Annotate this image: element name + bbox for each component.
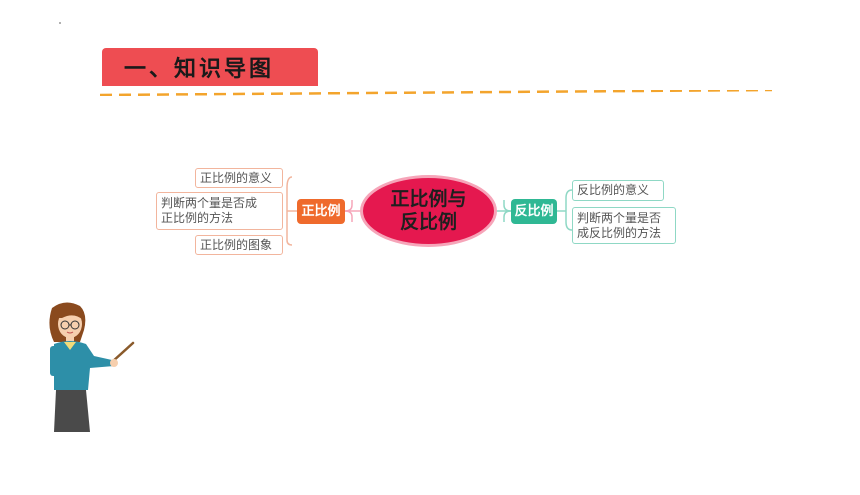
leaf-label: 正比例的意义 xyxy=(200,170,273,185)
center-line2: 反比例 xyxy=(399,211,457,233)
leaf-inverse-method: 判断两个量是否 成反比例的方法 xyxy=(572,207,676,244)
branch-direct-proportion: 正比例 xyxy=(297,199,345,224)
leaf-proportion-method: 判断两个量是否成 正比例的方法 xyxy=(156,192,283,230)
branch-inverse-proportion: 反比例 xyxy=(511,199,557,224)
leaf-proportion-meaning: 正比例的意义 xyxy=(195,168,283,188)
leaf-label: 正比例的图象 xyxy=(200,237,273,252)
section-title-text: 一、知识导图 xyxy=(124,57,275,82)
mind-map-center: 正比例与 反比例 xyxy=(360,175,497,247)
dashed-divider xyxy=(100,90,772,96)
leaf-label-line1: 判断两个量是否 xyxy=(577,210,662,225)
leaf-label-line2: 正比例的方法 xyxy=(161,211,234,225)
teacher-with-pointer-icon xyxy=(49,302,135,432)
leaf-proportion-graph: 正比例的图象 xyxy=(195,235,283,255)
leaf-inverse-meaning: 反比例的意义 xyxy=(572,180,664,201)
branch-label: 反比例 xyxy=(514,204,554,219)
center-line1: 正比例与 xyxy=(390,188,467,210)
leaf-label-line2: 成反比例的方法 xyxy=(577,225,662,240)
leaf-label: 反比例的意义 xyxy=(577,183,650,197)
leaf-label-line1: 判断两个量是否成 xyxy=(161,196,258,210)
section-title: 一、知识导图 xyxy=(102,48,318,86)
branch-label: 正比例 xyxy=(301,204,341,219)
decoration-dot xyxy=(59,22,61,24)
